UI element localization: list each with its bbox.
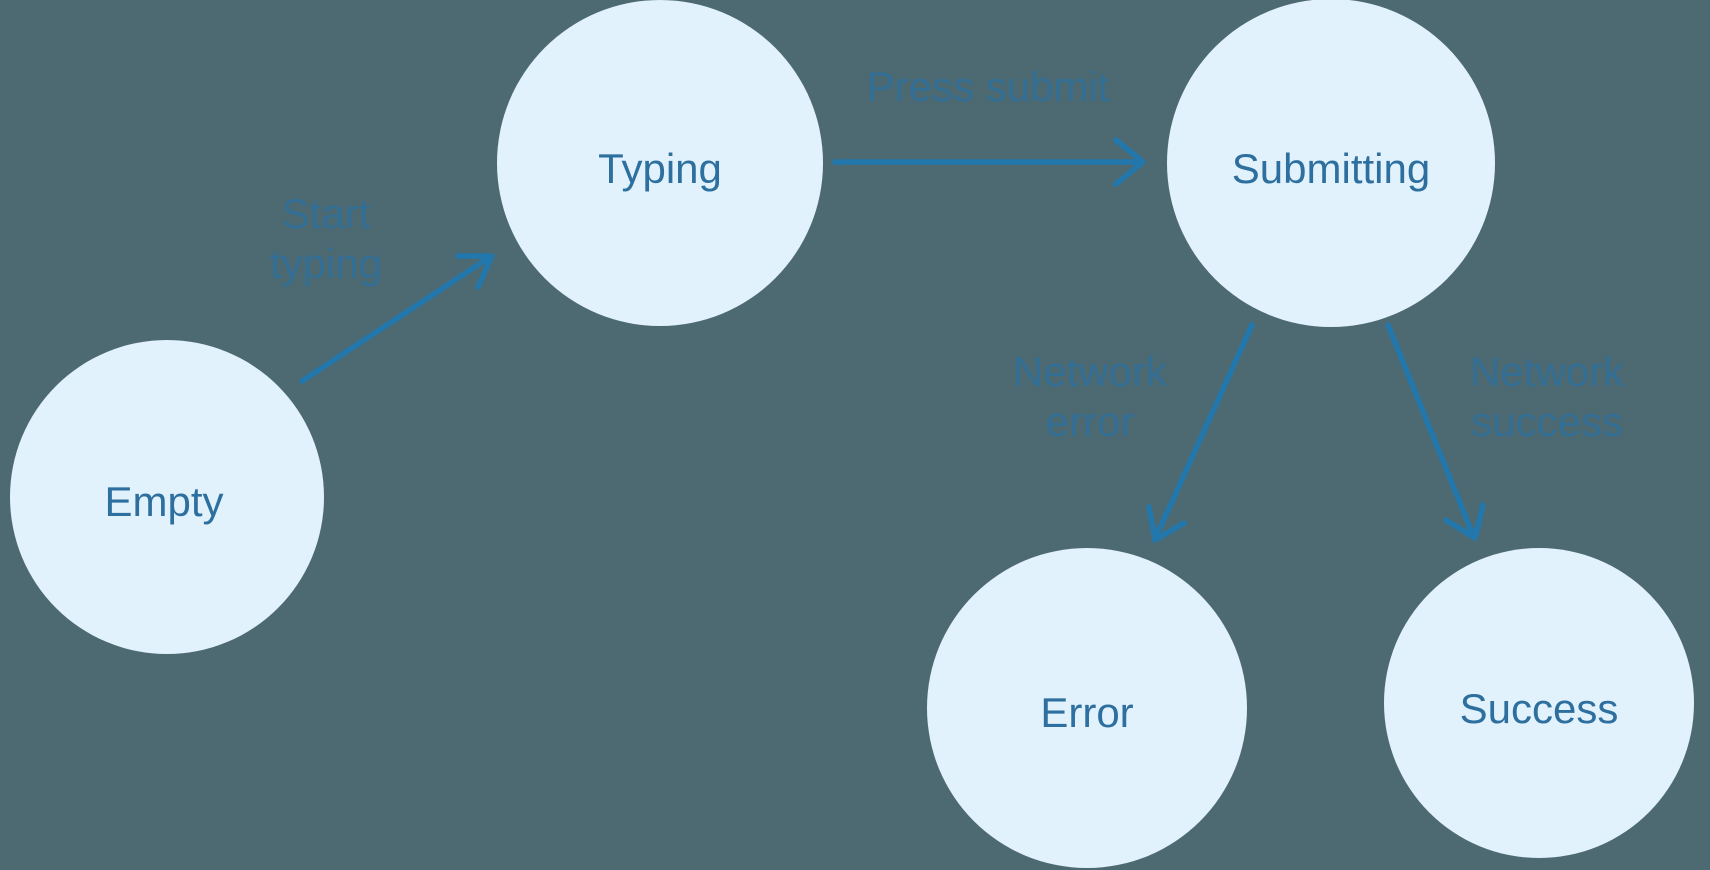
- edge-submitting-success: Network success: [1385, 322, 1625, 541]
- edge-empty-typing-label-line2: typing: [270, 240, 382, 287]
- state-empty-circle: [10, 340, 324, 654]
- edge-submitting-error-label-line1: Network: [1013, 348, 1168, 395]
- edge-empty-typing-label-line1: Start: [282, 190, 371, 237]
- edge-empty-typing-line: [299, 256, 490, 384]
- arrowhead-icon: [455, 253, 495, 290]
- state-error: Error: [927, 548, 1247, 868]
- edge-submitting-error-label-line2: error: [1046, 398, 1135, 445]
- edge-typing-submitting: Press submit: [832, 63, 1146, 187]
- state-submitting-label: Submitting: [1232, 145, 1430, 192]
- state-success-label: Success: [1460, 685, 1619, 732]
- edge-typing-submitting-label: Press submit: [867, 63, 1110, 110]
- edge-empty-typing: Start typing: [270, 190, 495, 384]
- arrowhead-icon: [1443, 502, 1486, 541]
- state-error-circle: [927, 548, 1247, 868]
- edge-submitting-error: Network error: [1013, 322, 1255, 543]
- edge-submitting-success-line: [1385, 322, 1476, 538]
- state-success: Success: [1384, 548, 1694, 858]
- state-typing-label: Typing: [598, 145, 722, 192]
- state-typing-circle: [497, 0, 823, 326]
- arrowhead-icon: [1113, 137, 1146, 187]
- arrowhead-icon: [1146, 504, 1187, 543]
- state-error-label: Error: [1040, 689, 1133, 736]
- state-empty: Empty: [10, 340, 324, 654]
- state-success-circle: [1384, 548, 1694, 858]
- edge-submitting-error-line: [1153, 322, 1255, 540]
- edge-submitting-success-label-line1: Network: [1470, 348, 1625, 395]
- state-submitting-circle: [1167, 0, 1495, 327]
- edge-submitting-success-label-line2: success: [1471, 398, 1623, 445]
- state-empty-label: Empty: [104, 478, 223, 525]
- state-submitting: Submitting: [1167, 0, 1495, 327]
- state-typing: Typing: [497, 0, 823, 326]
